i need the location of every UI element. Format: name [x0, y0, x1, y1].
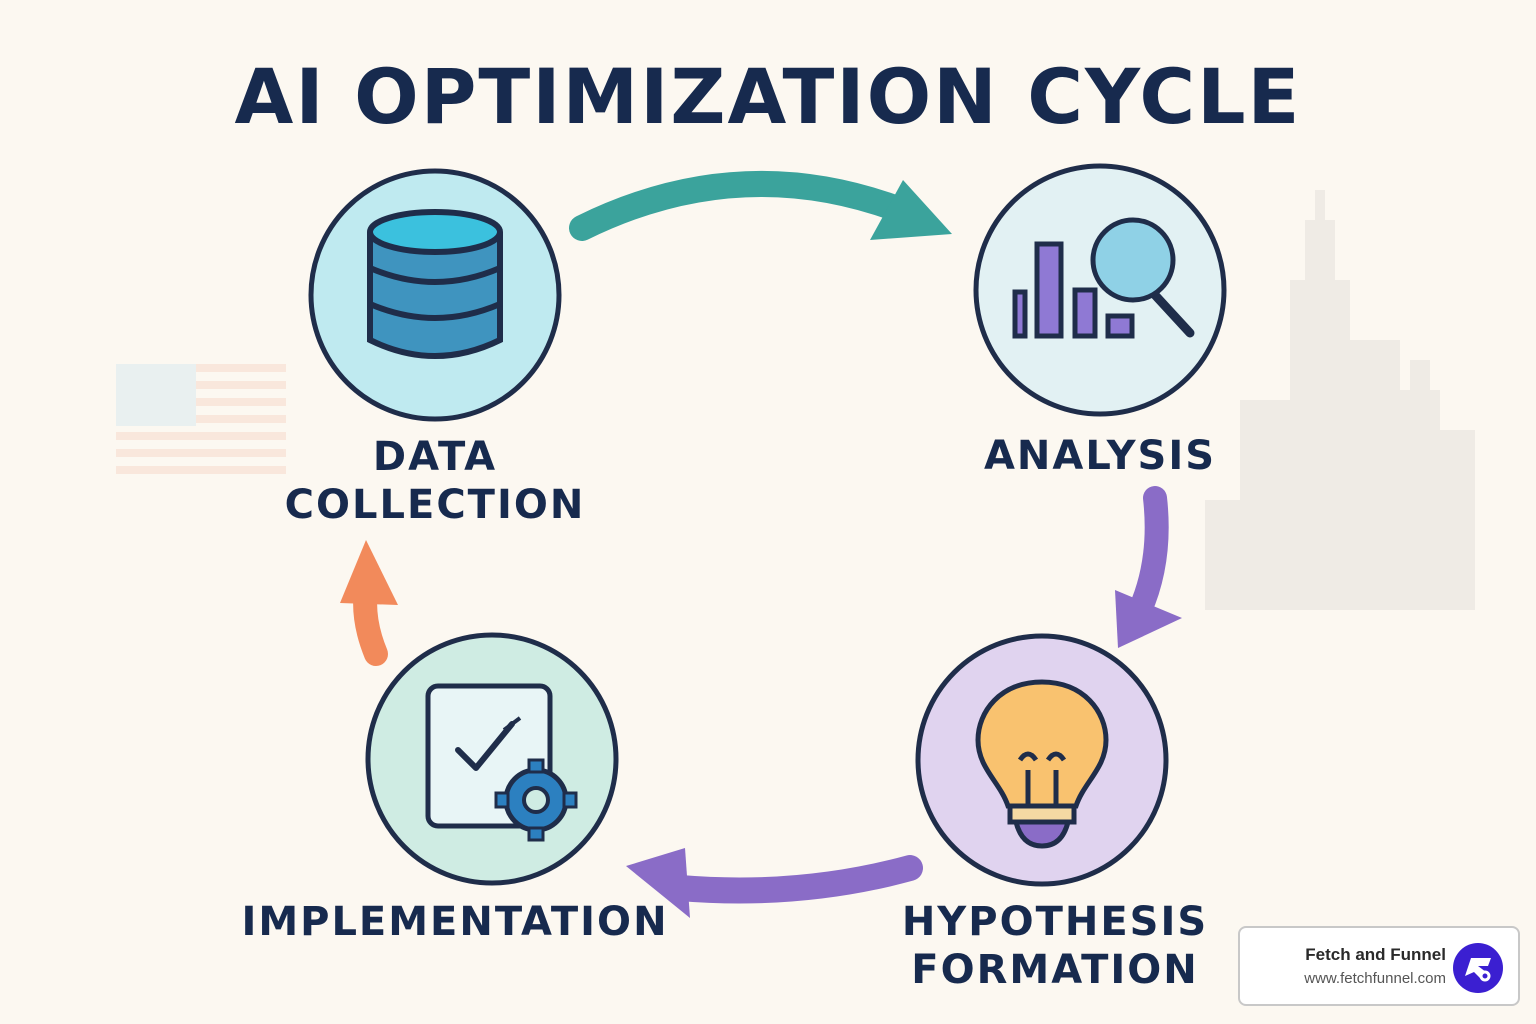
step-label-line: HYPOTHESIS — [901, 899, 1209, 945]
step-data-collection — [308, 168, 562, 422]
bar-chart-magnifier-icon — [1012, 217, 1195, 339]
step-analysis — [973, 163, 1227, 417]
step-label-analysis: ANALYSIS — [900, 432, 1300, 480]
step-label-implementation: IMPLEMENTATION — [210, 898, 700, 946]
background-flag — [116, 364, 286, 476]
brand-name: Fetch and Funnel — [1305, 945, 1446, 964]
arrow-data-to-analysis — [569, 170, 952, 241]
step-label-line: FORMATION — [911, 947, 1199, 993]
background-skyline — [1205, 190, 1475, 610]
arrow-implementation-to-data — [340, 540, 398, 666]
checklist-gear-icon — [425, 683, 578, 842]
step-label-data-collection: DATA COLLECTION — [235, 433, 635, 529]
step-label-line: IMPLEMENTATION — [241, 899, 669, 945]
database-icon — [367, 209, 503, 359]
brand-logo-icon — [1453, 943, 1503, 993]
diagram-title: AI OPTIMIZATION CYCLE — [234, 52, 1302, 141]
brand-badge[interactable]: Fetch and Funnel www.fetchfunnel.com — [1238, 926, 1520, 1006]
step-label-line: COLLECTION — [284, 482, 586, 528]
step-label-line: ANALYSIS — [983, 433, 1217, 479]
lightbulb-icon — [975, 679, 1109, 849]
step-implementation — [365, 632, 619, 886]
step-label-hypothesis-formation: HYPOTHESIS FORMATION — [855, 898, 1255, 994]
arrow-hypothesis-to-implementation — [626, 848, 923, 918]
arrow-analysis-to-hypothesis — [1115, 486, 1182, 648]
step-hypothesis-formation — [915, 633, 1169, 887]
brand-url: www.fetchfunnel.com — [1304, 970, 1446, 987]
step-label-line: DATA — [372, 434, 498, 480]
